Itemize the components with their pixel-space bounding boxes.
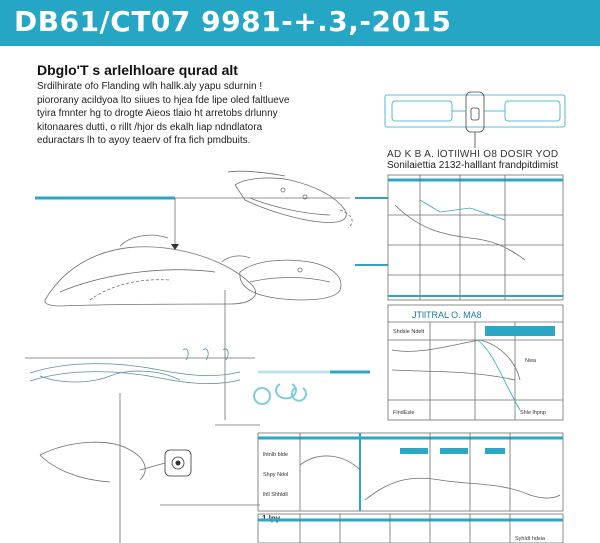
figure-caption-top: AD K B A. lOTIlWHI O8 DOSlR YOD [387,149,559,160]
shell-sketch-side [221,255,342,301]
table-label: FlndEsle [393,410,415,416]
table-label: lhtnlb blde [263,452,289,458]
table-label: Shdsle Ndelt [393,329,425,335]
table-strip [257,513,564,543]
table-label: Shle lhpnp [520,410,546,416]
intro-text: Srdilhirate ofo Flanding wlh hallk.aly y… [37,80,337,148]
header-bar: DB61/CT07 9981-+.3,-2015 [0,0,600,46]
shell-sketch-upper [227,170,353,229]
intro-line: eduractars lh to ayoy teaerv of fra fich… [37,135,251,146]
intro-line: piororany acildyoa lto siiues to hjea fd… [37,94,290,106]
table-label: Nwa [525,358,537,364]
table-label: lhll Shhldll [263,492,288,498]
intro-title: Dbglo'T s arlelhloare qurad alt [37,62,238,78]
intro-line: Srdilhirate ofo Flanding wlh hallk.aly y… [37,81,263,92]
harness-sketch [39,440,192,505]
chart-panel-2 [387,304,564,421]
intro-line: tyira fmnter hg to drogte Aieos tlaio ht… [37,108,278,119]
connector-lines [25,196,388,543]
cable-sketch [29,348,241,385]
document-title: DB61/CT07 9981-+.3,-2015 [14,5,452,38]
chart-panel-1 [387,174,564,301]
wave-symbol [253,383,307,405]
device-sketch [384,91,566,148]
figure-caption-sub: Sonilaiettia 2132-halllant frandpitdimis… [387,160,559,171]
table-label: Syhldt hdsia [515,536,545,542]
shell-sketch-main [44,234,256,307]
table-label: Shpy Ndol [263,472,289,478]
intro-line: kitonaares dutti, o rillt /hjor ds ekalh… [37,121,263,133]
chart-panel-3 [257,432,564,512]
panel-title: JTllTRAL O. MA8 [412,310,482,320]
